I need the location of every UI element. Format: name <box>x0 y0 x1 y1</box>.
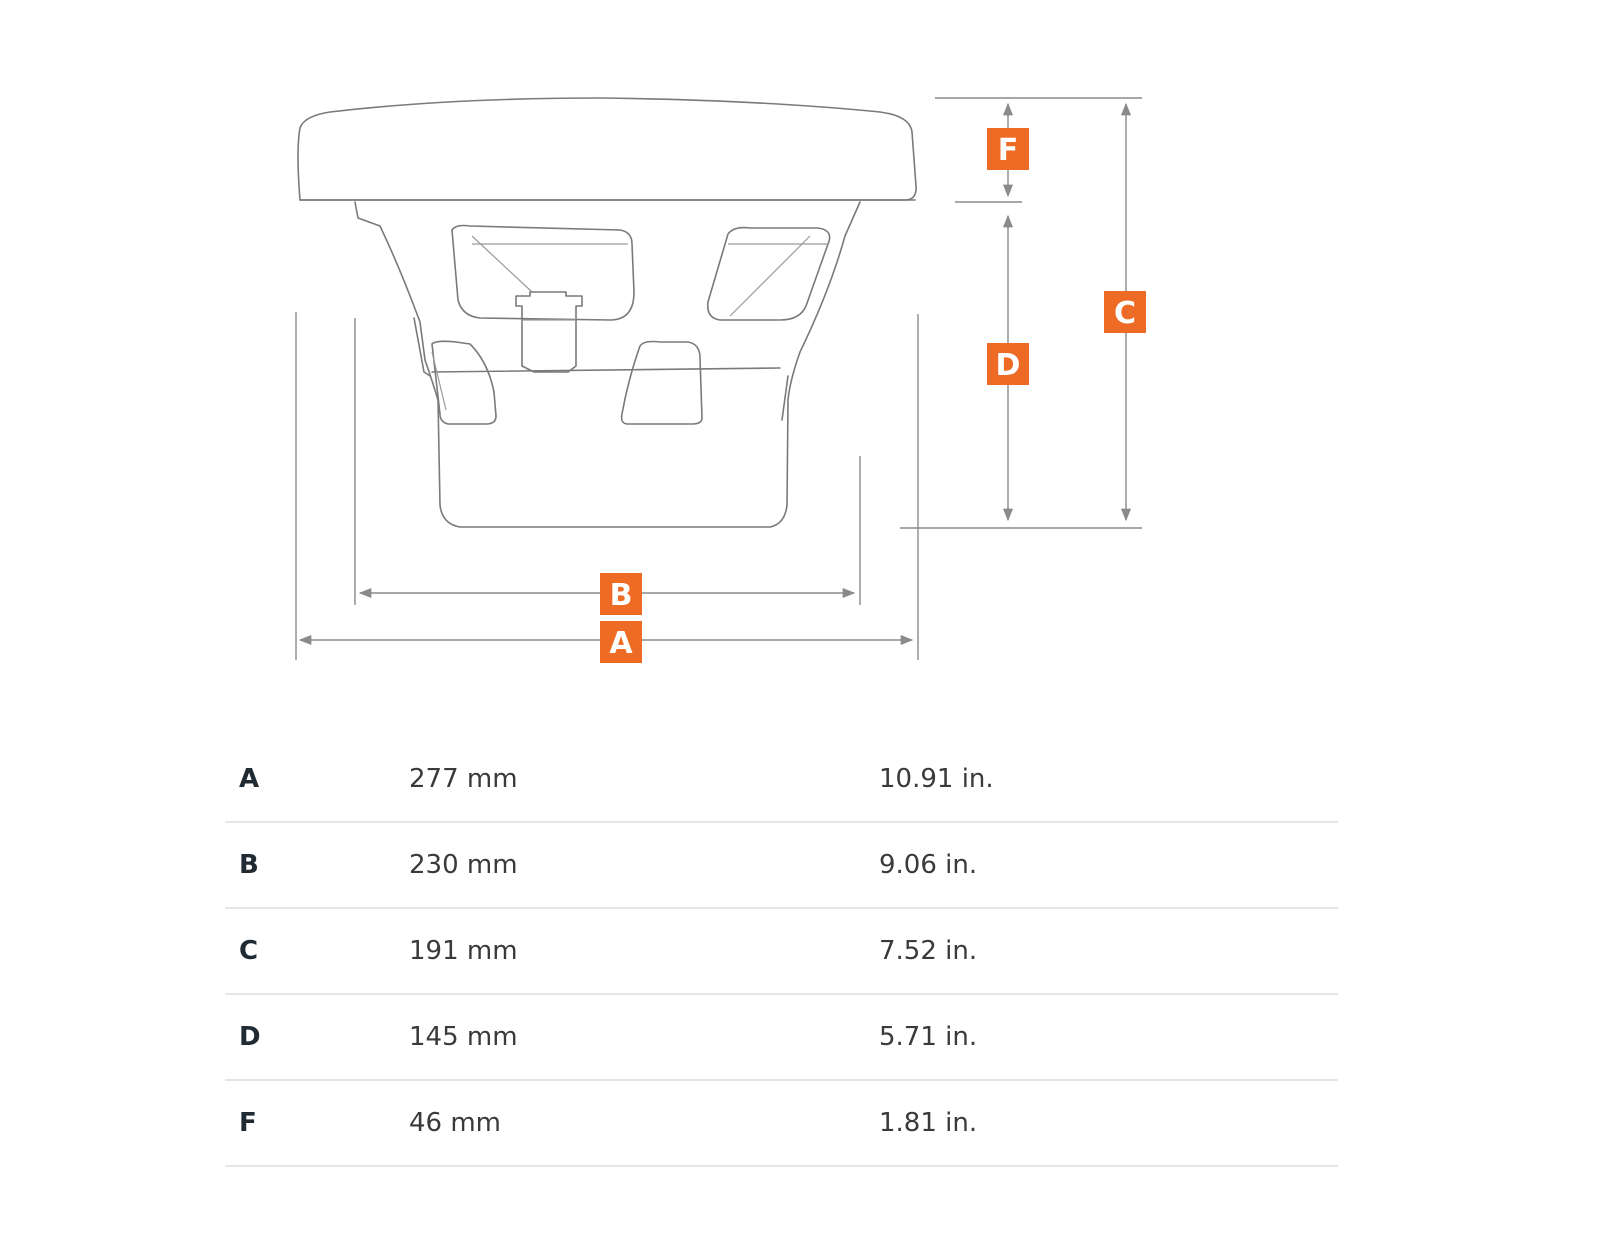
badge-a-label: A <box>609 626 633 661</box>
dimension-key: B <box>225 822 409 909</box>
dimension-mm: 277 mm <box>409 737 879 823</box>
dimension-key: A <box>225 737 409 823</box>
speaker-dimension-diagram: F D C B A <box>295 97 1146 663</box>
dimension-inches: 9.06 in. <box>879 822 1338 909</box>
badge-c: C <box>1104 291 1146 333</box>
dimension-inches: 1.81 in. <box>879 1080 1338 1167</box>
badge-b-label: B <box>610 578 633 613</box>
dimension-key: F <box>225 1080 409 1167</box>
table-row: C 191 mm 7.52 in. <box>225 908 1338 995</box>
dimension-inches: 7.52 in. <box>879 908 1338 995</box>
dimension-inches: 5.71 in. <box>879 994 1338 1081</box>
speaker-outline <box>297 97 917 528</box>
dimension-mm: 46 mm <box>409 1080 879 1167</box>
dimension-key: D <box>225 994 409 1081</box>
table-row: B 230 mm 9.06 in. <box>225 822 1338 909</box>
badge-f-label: F <box>998 133 1019 168</box>
dimension-mm: 230 mm <box>409 822 879 909</box>
badge-b: B <box>600 573 642 615</box>
table-row: F 46 mm 1.81 in. <box>225 1080 1338 1167</box>
badge-a: A <box>600 621 642 663</box>
badge-d: D <box>987 343 1029 385</box>
dimension-mm: 191 mm <box>409 908 879 995</box>
table-row: D 145 mm 5.71 in. <box>225 994 1338 1081</box>
dimension-inches: 10.91 in. <box>879 737 1338 823</box>
dimensions-table: A 277 mm 10.91 in. B 230 mm 9.06 in. C 1… <box>225 737 1338 1167</box>
badge-c-label: C <box>1114 296 1136 331</box>
badge-f: F <box>987 128 1029 170</box>
badge-d-label: D <box>996 348 1021 383</box>
dimension-key: C <box>225 908 409 995</box>
dimension-mm: 145 mm <box>409 994 879 1081</box>
table-row: A 277 mm 10.91 in. <box>225 737 1338 823</box>
